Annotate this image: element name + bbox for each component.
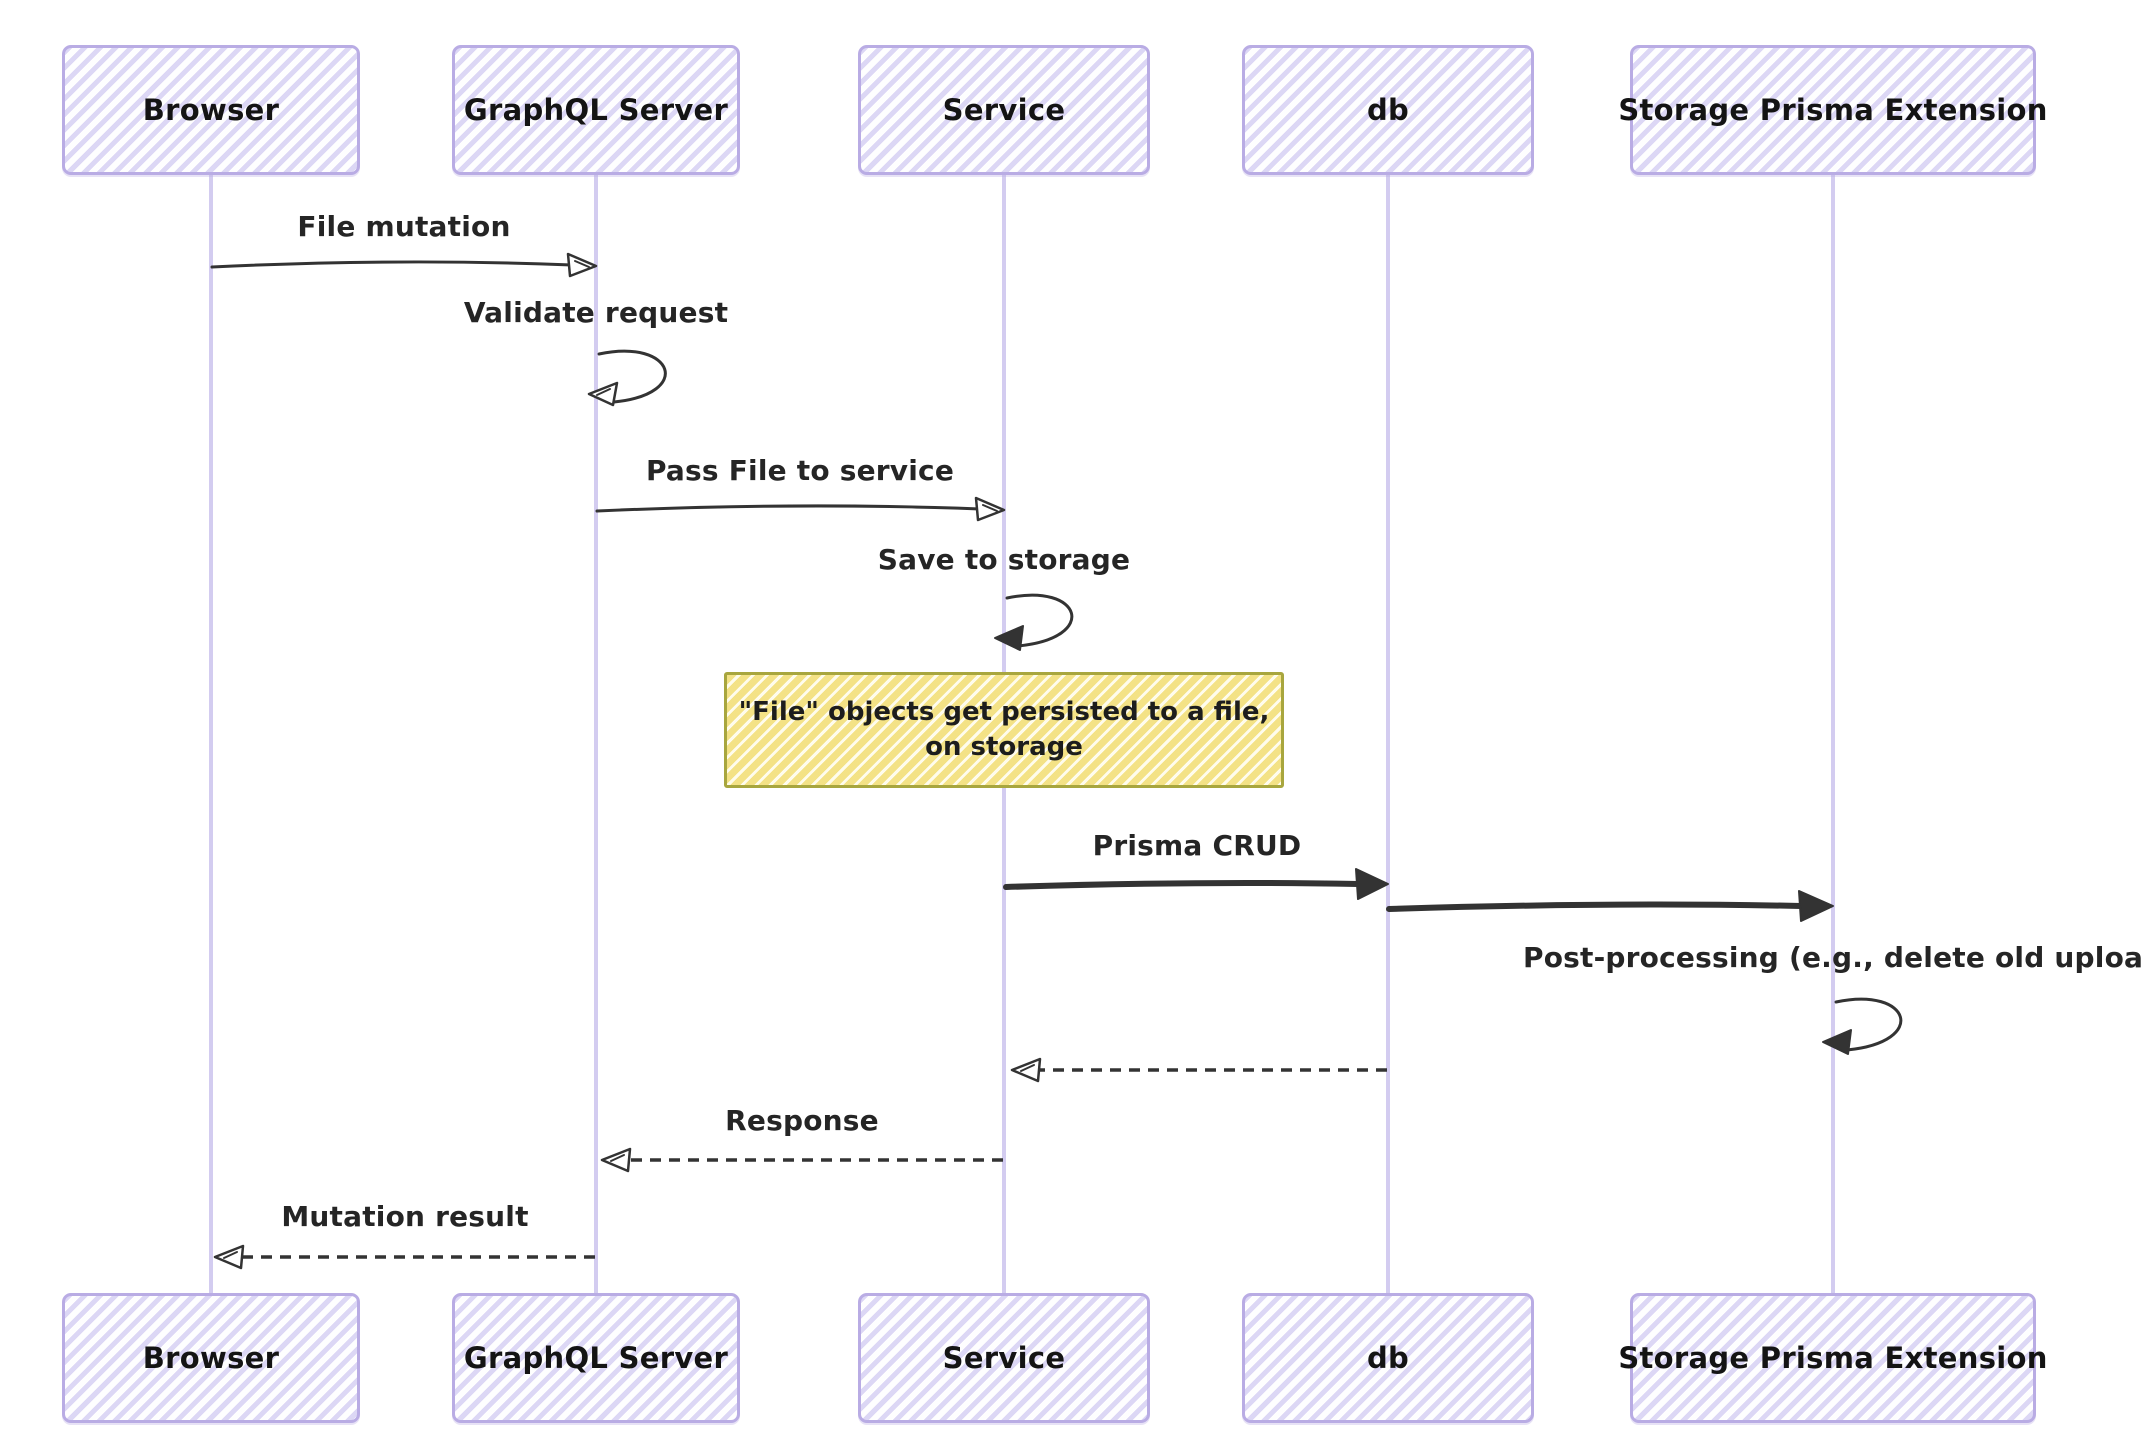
arrow-db-return <box>1010 1057 1387 1083</box>
actor-top-browser: Browser <box>62 45 360 175</box>
actor-top-db: db <box>1242 45 1534 175</box>
message-label-response: Response <box>725 1104 879 1137</box>
message-label-pass-file: Pass File to service <box>645 454 955 487</box>
arrow-pass-file-to-service <box>595 496 1006 522</box>
message-label-save-to-storage: Save to storage <box>877 543 1131 576</box>
actor-label: Browser <box>142 93 280 127</box>
actor-label: Service <box>942 93 1066 127</box>
arrowhead-filled-left-icon <box>994 625 1024 651</box>
arrowhead-filled-right-icon <box>1798 890 1834 922</box>
actor-label: Browser <box>142 1341 280 1375</box>
arrowhead-filled-right-icon <box>1355 868 1389 900</box>
actor-label: Storage Prisma Extension <box>1618 1341 2048 1375</box>
arrow-mutation-result <box>213 1244 595 1270</box>
message-label-validate-request: Validate request <box>463 296 729 329</box>
arrowhead-open-left-icon <box>600 1147 632 1173</box>
note-file-persistence: "File" objects get persisted to a file, … <box>724 672 1284 788</box>
actor-top-graphql-server: GraphQL Server <box>452 45 740 175</box>
arrow-db-to-storage <box>1386 890 1834 922</box>
actor-top-storage-prisma-extension: Storage Prisma Extension <box>1618 45 2047 175</box>
actor-bottom-graphql-server: GraphQL Server <box>452 1293 740 1423</box>
actor-bottom-storage-prisma-extension: Storage Prisma Extension <box>1618 1293 2047 1423</box>
self-loop-save-to-storage <box>994 593 1074 651</box>
actor-label: db <box>1366 93 1410 127</box>
self-loop-validate-request <box>587 349 667 407</box>
actor-bottom-db: db <box>1242 1293 1534 1423</box>
arrowhead-open-left-icon <box>213 1244 245 1270</box>
arrow-response <box>600 1147 1003 1173</box>
actor-bottom-browser: Browser <box>62 1293 360 1423</box>
message-label-mutation-result: Mutation result <box>281 1200 529 1233</box>
message-label-file-mutation: File mutation <box>297 210 511 243</box>
message-label-prisma-crud: Prisma CRUD <box>1092 829 1302 862</box>
actor-top-service: Service <box>858 45 1150 175</box>
actor-label: db <box>1366 1341 1410 1375</box>
message-label-post-processing: Post-processing (e.g., delete old upload… <box>1523 941 2142 974</box>
arrowhead-open-left-icon <box>1010 1057 1042 1083</box>
arrow-file-mutation <box>210 252 598 278</box>
self-loop-post-processing <box>1822 997 1903 1055</box>
actor-label: GraphQL Server <box>463 93 729 127</box>
actor-bottom-service: Service <box>858 1293 1150 1423</box>
actor-label: GraphQL Server <box>463 1341 729 1375</box>
arrowhead-filled-left-icon <box>1822 1029 1852 1055</box>
arrowhead-open-left-icon <box>587 381 619 407</box>
actor-label: Storage Prisma Extension <box>1618 93 2048 127</box>
actor-label: Service <box>942 1341 1066 1375</box>
arrow-prisma-crud <box>1003 868 1389 900</box>
